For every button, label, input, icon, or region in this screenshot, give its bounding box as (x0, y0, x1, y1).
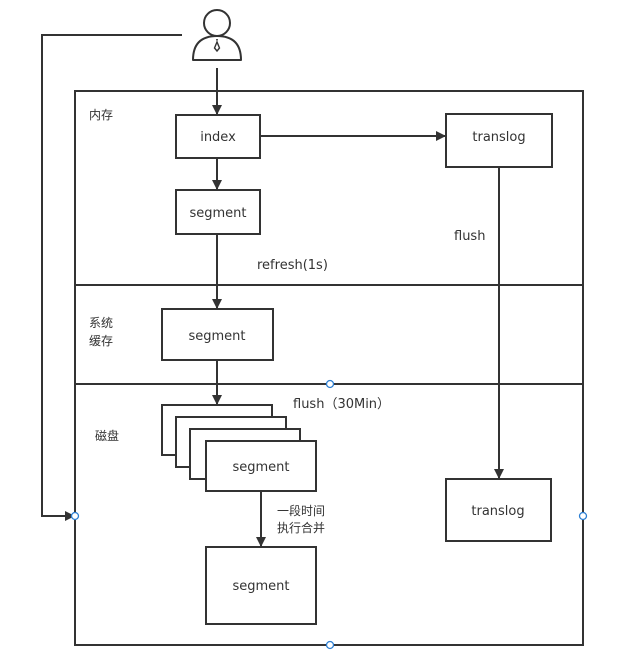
node-segment-merged[interactable]: segment (205, 546, 317, 625)
edge-label-flush-translog: flush (454, 229, 485, 244)
edge-label-refresh: refresh(1s) (257, 258, 328, 273)
edge-label-merge-line2: 执行合并 (277, 520, 325, 535)
zone-label-memory: 内存 (89, 108, 113, 122)
zone-label-os-cache-line1: 系统 (89, 316, 113, 330)
node-segment-disk-stack-label: segment (232, 460, 289, 475)
node-translog-memory-label: translog (472, 130, 525, 145)
node-segment-merged-label: segment (232, 579, 289, 594)
zone-label-disk: 磁盘 (95, 428, 119, 443)
node-segment-memory[interactable]: segment (175, 189, 261, 235)
node-translog-memory[interactable]: translog (445, 113, 553, 168)
edge-label-flush-segments: flush（30Min） (293, 397, 390, 412)
outer-frame[interactable] (74, 90, 584, 646)
node-segment-cache-label: segment (188, 329, 245, 344)
node-translog-disk-label: translog (471, 504, 524, 519)
resize-handle-bottom[interactable] (325, 640, 335, 650)
resize-handle-left[interactable] (70, 511, 80, 521)
node-index[interactable]: index (175, 114, 261, 159)
node-segment-cache[interactable]: segment (161, 308, 274, 361)
resize-handle-top[interactable] (325, 379, 335, 389)
node-segment-disk-stack[interactable]: segment (161, 404, 317, 492)
zone-label-os-cache-line2: 缓存 (89, 334, 113, 348)
resize-handle-right[interactable] (578, 511, 588, 521)
edge-user-to-disk (41, 34, 182, 521)
node-translog-disk[interactable]: translog (445, 478, 552, 542)
node-index-label: index (200, 130, 236, 145)
node-segment-memory-label: segment (189, 206, 246, 221)
edge-label-merge-line1: 一段时间 (277, 503, 325, 518)
user-businessman-icon[interactable] (192, 9, 242, 61)
